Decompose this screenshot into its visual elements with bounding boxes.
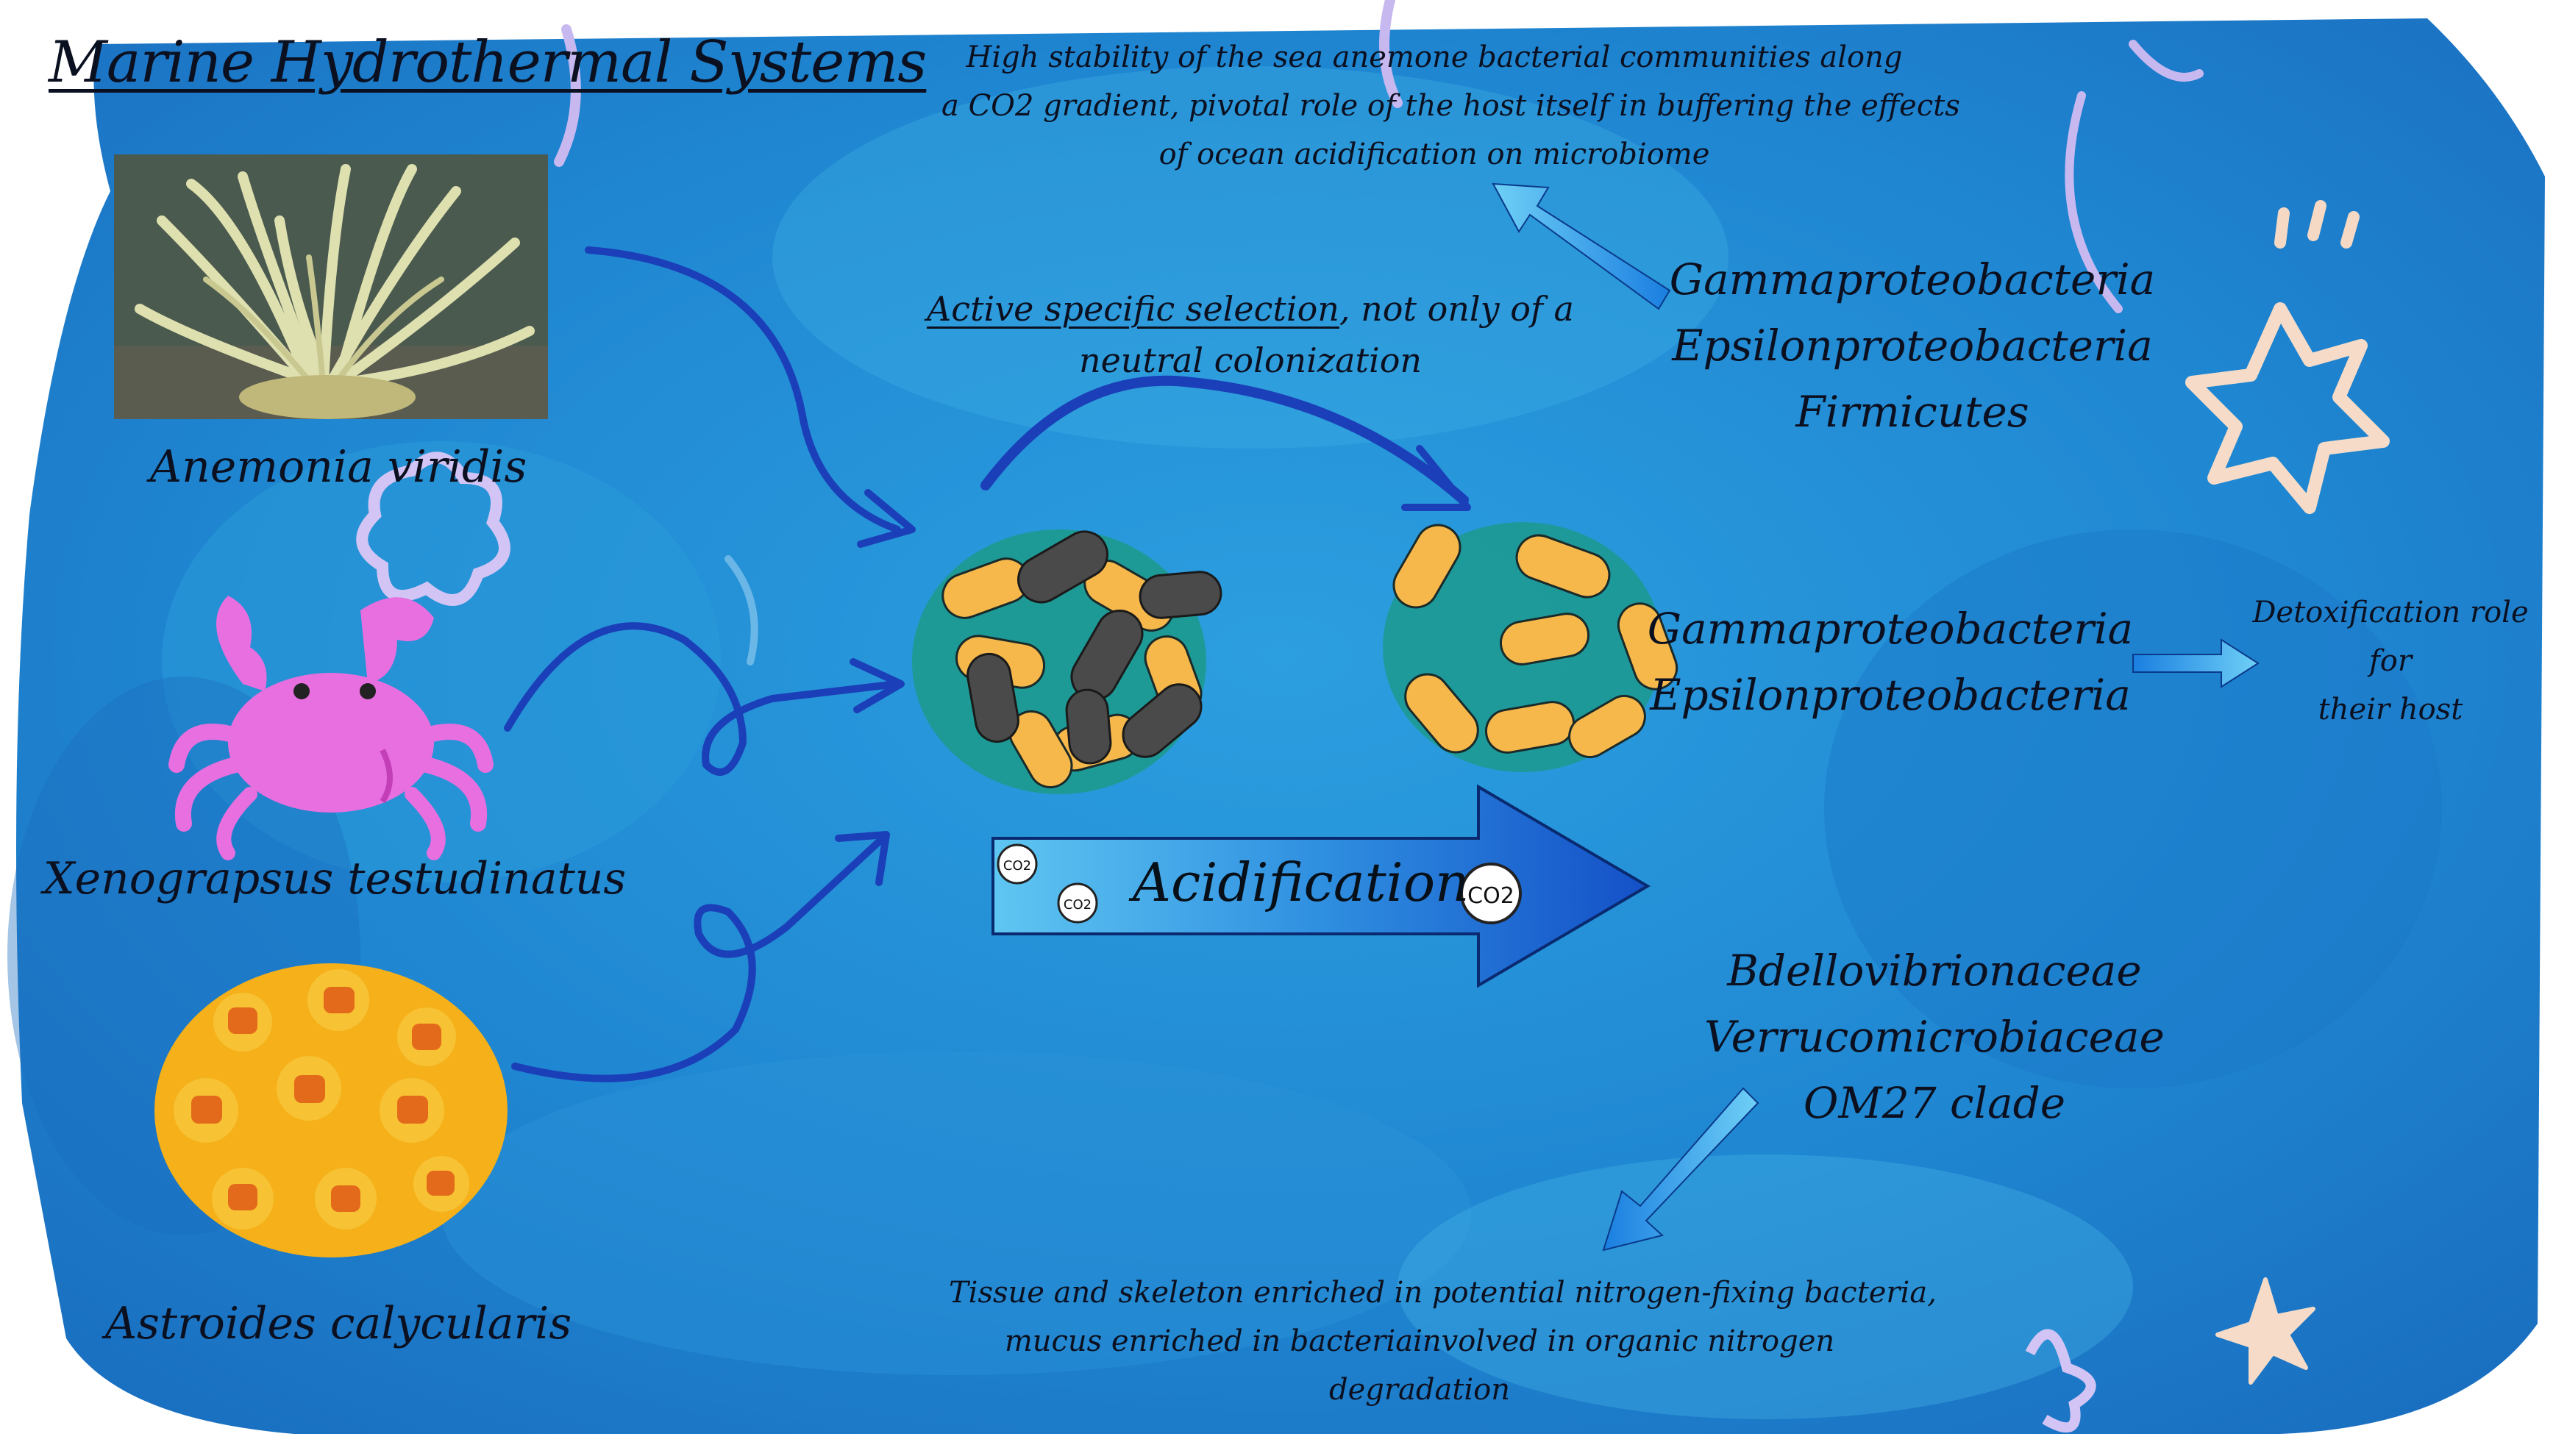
taxon-label: Gammaproteobacteria bbox=[1669, 254, 2156, 304]
bacteria-community-left bbox=[912, 529, 1222, 794]
decorative-strokes bbox=[554, 0, 2360, 665]
taxa-list-top: Gammaproteobacteria Epsilonproteobacteri… bbox=[1655, 246, 2170, 445]
bottom-note-line: degradation bbox=[1328, 1373, 1510, 1407]
star-outline-icon bbox=[2185, 302, 2390, 514]
species-arrows bbox=[504, 246, 1471, 1082]
detox-note-line: their host bbox=[2318, 693, 2463, 727]
starfish-outline-icon bbox=[2025, 1329, 2096, 1433]
taxon-label: Gammaproteobacteria bbox=[1647, 604, 2134, 654]
taxon-label: Epsilonproteobacteria bbox=[1650, 670, 2131, 720]
bottom-note-line: mucus enriched in bacteriainvolved in or… bbox=[1004, 1324, 1835, 1358]
taxa-list-middle: Gammaproteobacteria Epsilonproteobacteri… bbox=[1633, 596, 2148, 728]
selection-note-rest: , not only of a bbox=[1339, 289, 1574, 329]
species-label-anemonia: Anemonia viridis bbox=[149, 441, 527, 493]
crab-icon bbox=[168, 596, 494, 860]
arrow-to-top-note bbox=[1492, 182, 1671, 310]
species-label-coral: Astroides calycularis bbox=[104, 1298, 572, 1349]
detox-note-line: Detoxification role bbox=[2252, 596, 2529, 629]
taxon-label: Verrucomicrobiaceae bbox=[1704, 1012, 2165, 1062]
bottom-note: Tissue and skeleton enriched in potentia… bbox=[949, 1268, 1937, 1414]
co2-badge-icon bbox=[997, 843, 1522, 924]
co2-badge-label: CO2 bbox=[1003, 858, 1031, 874]
top-note-line: of ocean acidification on microbiome bbox=[1158, 138, 1710, 171]
co2-badge-label: CO2 bbox=[1064, 897, 1092, 913]
coral-icon bbox=[154, 963, 508, 1257]
page-title: Marine Hydrothermal Systems bbox=[49, 29, 927, 96]
arrow-anemonia bbox=[585, 246, 901, 533]
anemonia-photo bbox=[114, 154, 548, 419]
arrow-selection bbox=[980, 375, 1469, 505]
species-label-crab: Xenograpsus testudinatus bbox=[43, 853, 627, 904]
bottom-note-line: Tissue and skeleton enriched in potentia… bbox=[949, 1276, 1937, 1310]
acidification-arrow bbox=[991, 784, 1651, 988]
flower-outline-icon bbox=[356, 452, 510, 606]
arrow-to-bottom-note bbox=[1602, 1087, 1759, 1252]
selection-note-line2: neutral colonization bbox=[1078, 340, 1423, 380]
top-note: High stability of the sea anemone bacter… bbox=[941, 33, 1960, 179]
detox-note: Detoxification role for their host bbox=[2243, 588, 2538, 734]
selection-note: Active specific selection, not only of a… bbox=[912, 283, 1589, 386]
taxon-label: Firmicutes bbox=[1795, 387, 2029, 437]
co2-badge-label: CO2 bbox=[1467, 883, 1514, 909]
starfish-small-icon bbox=[2215, 1277, 2315, 1385]
taxa-list-bottom: Bdellovibrionaceae Verrucomicrobiaceae O… bbox=[1677, 938, 2192, 1136]
taxon-label: Epsilonproteobacteria bbox=[1672, 321, 2153, 371]
arrow-to-detox bbox=[2132, 638, 2260, 688]
top-note-line: High stability of the sea anemone bacter… bbox=[966, 40, 1903, 74]
arrow-crab bbox=[504, 622, 901, 776]
acidification-label: Acidification bbox=[1133, 852, 1470, 913]
bacteria-community-right bbox=[1383, 522, 1678, 772]
top-note-line: a CO2 gradient, pivotal role of the host… bbox=[941, 89, 1960, 123]
ocean-background bbox=[7, 18, 2545, 1434]
detox-note-line: for bbox=[2368, 644, 2412, 678]
selection-note-underlined: Active specific selection bbox=[927, 289, 1339, 329]
taxon-label: Bdellovibrionaceae bbox=[1727, 946, 2142, 996]
arrow-coral bbox=[511, 835, 886, 1082]
taxon-label: OM27 clade bbox=[1803, 1078, 2066, 1128]
